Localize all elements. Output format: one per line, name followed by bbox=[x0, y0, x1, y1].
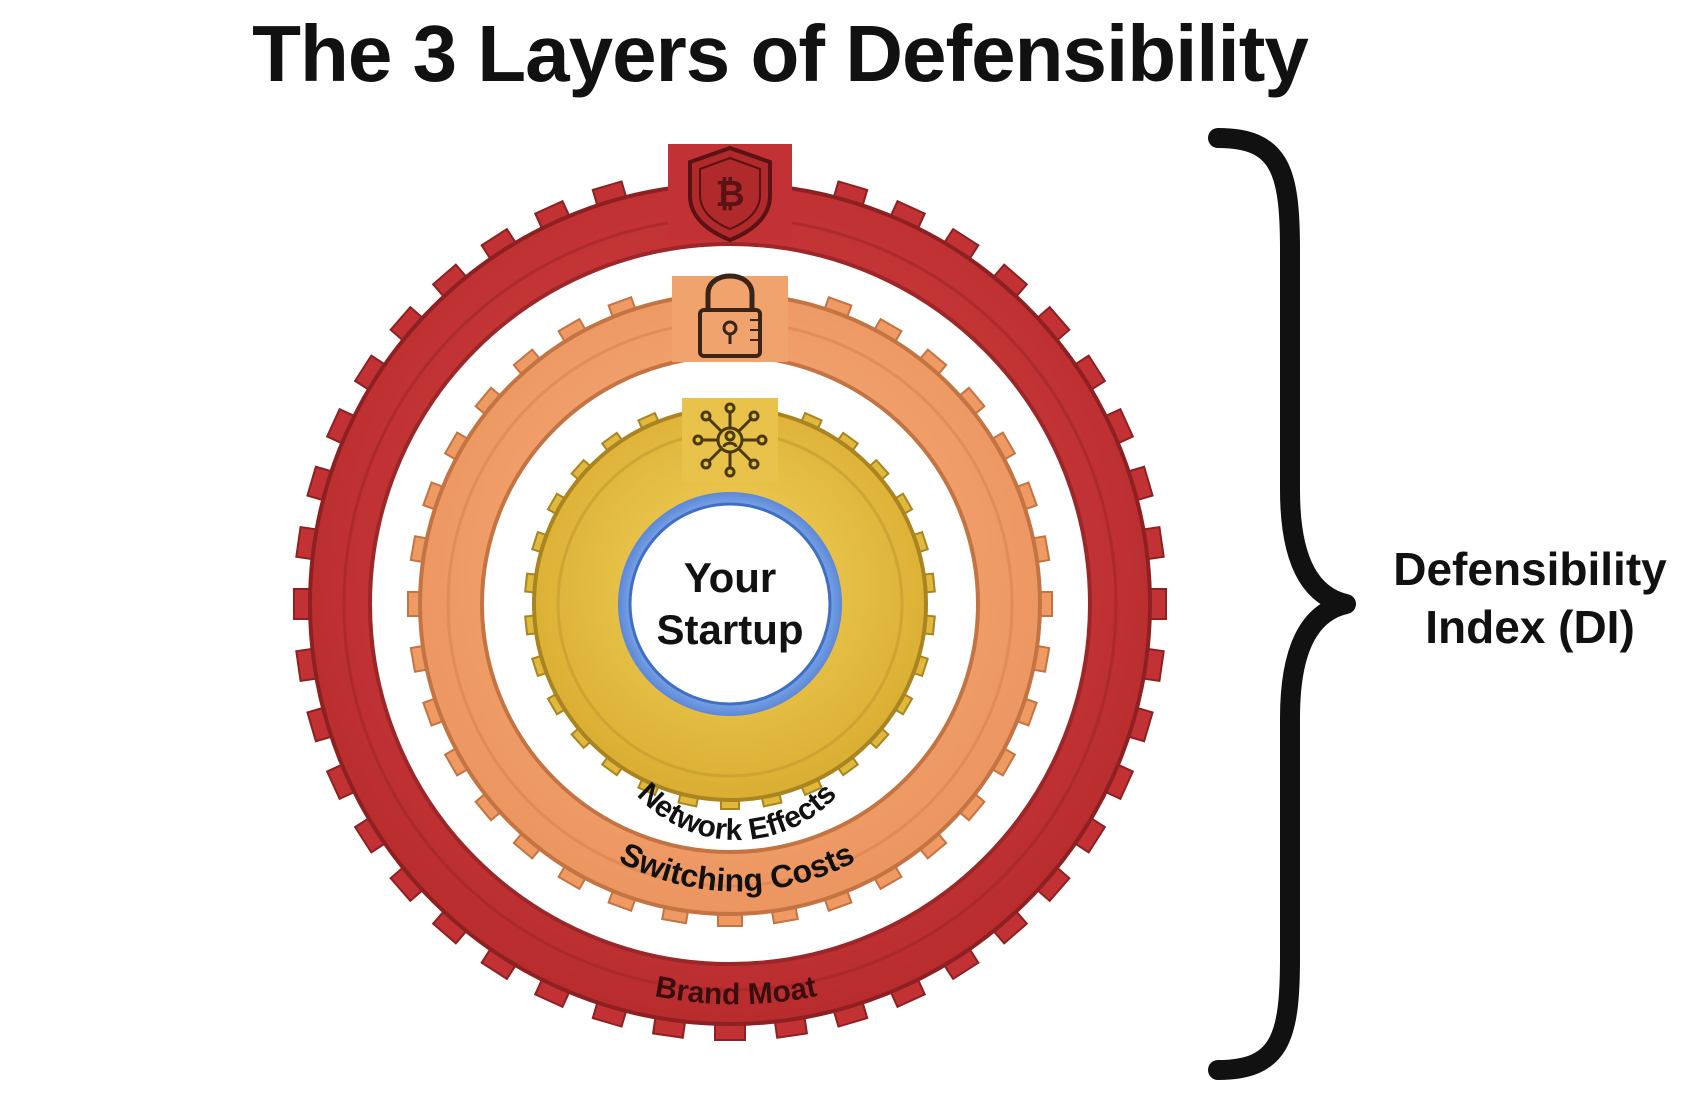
svg-text:₿: ₿ bbox=[715, 174, 744, 215]
curly-brace bbox=[1208, 128, 1356, 1080]
center-label-line1: Your bbox=[684, 554, 777, 601]
defensibility-index-line1: Defensibility bbox=[1393, 543, 1667, 595]
startup-core: Your Startup bbox=[618, 492, 842, 716]
center-label-line2: Startup bbox=[657, 606, 804, 653]
page-title: The 3 Layers of Defensibility bbox=[252, 9, 1309, 98]
defensibility-index-line2: Index (DI) bbox=[1425, 601, 1635, 653]
network-icon bbox=[682, 398, 778, 482]
shield-bitcoin-icon: ₿ bbox=[668, 144, 792, 243]
defensibility-index-label: Defensibility Index (DI) bbox=[1360, 540, 1700, 656]
lock-icon bbox=[672, 273, 788, 362]
